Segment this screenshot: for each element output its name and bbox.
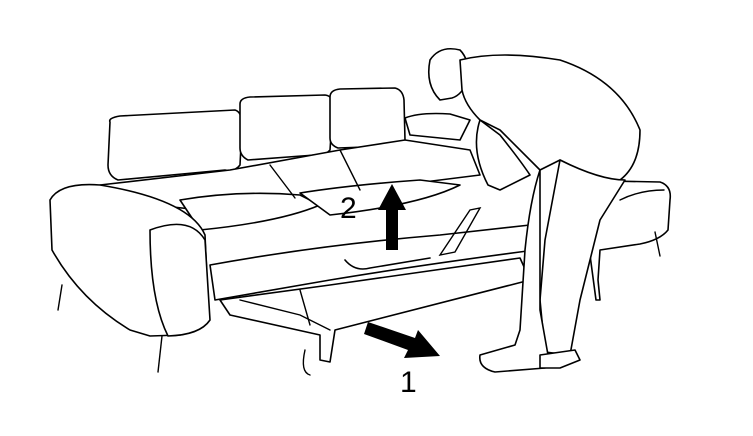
- seat-cushions: [179, 149, 461, 231]
- left-armrest: [49, 183, 211, 373]
- person-figure: [427, 47, 641, 373]
- bed-frame: [209, 207, 536, 376]
- lift-arrow: [378, 184, 406, 250]
- pull-out-arrow: [364, 322, 440, 358]
- sofa-backrest: [99, 87, 481, 211]
- step-1-label: 1: [400, 366, 417, 399]
- step-2-label: 2: [340, 192, 357, 225]
